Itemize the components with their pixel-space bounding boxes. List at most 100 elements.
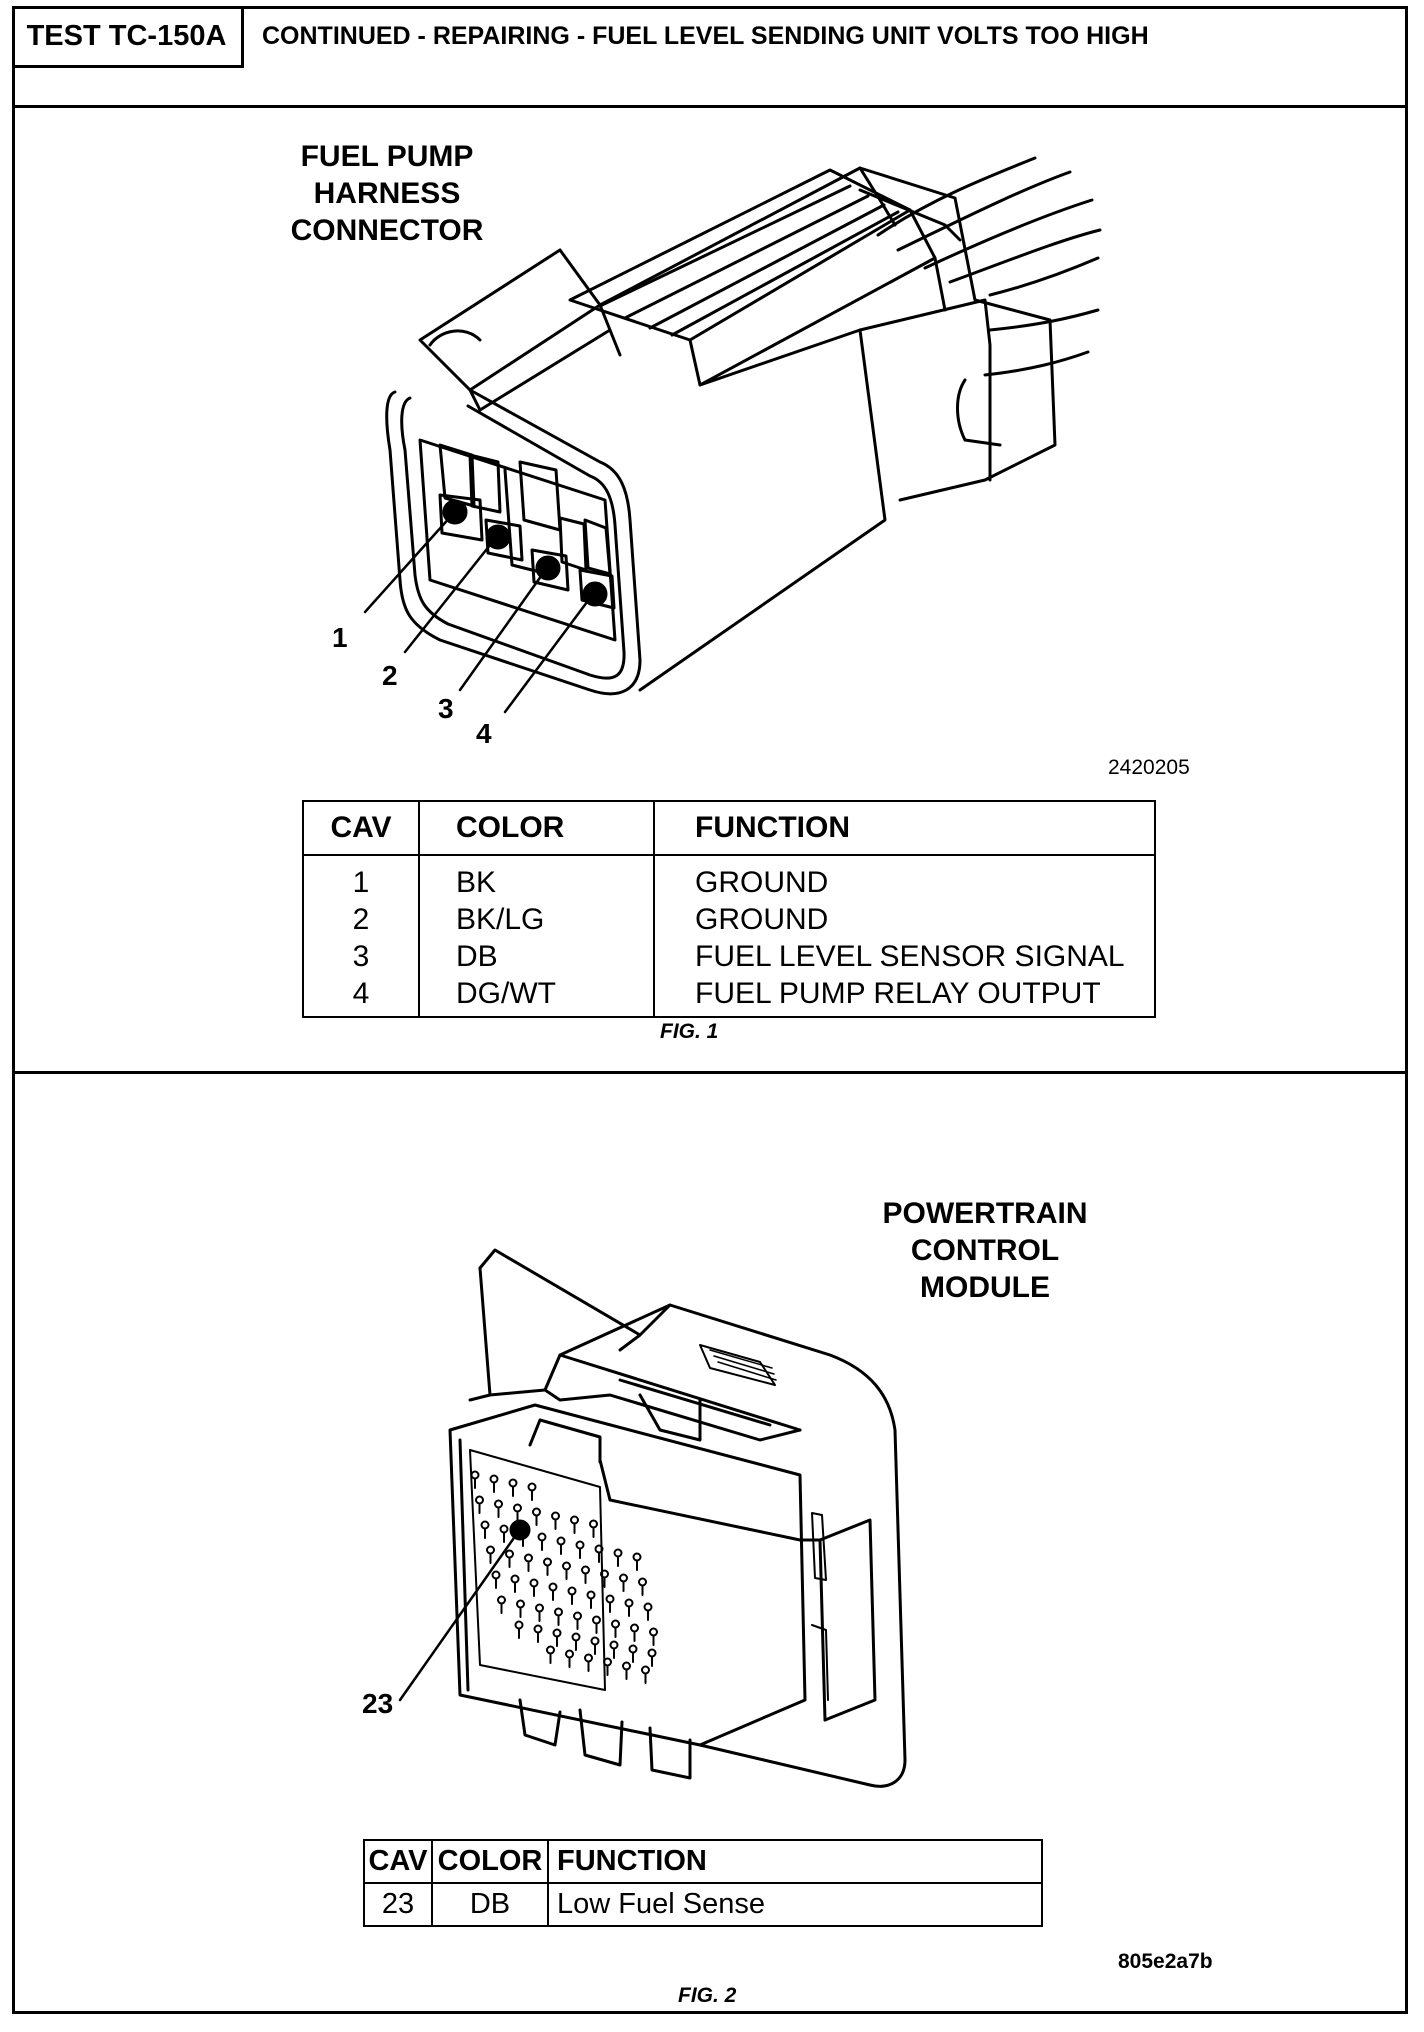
cell-function: FUEL LEVEL SENSOR SIGNAL <box>653 938 1155 975</box>
pin-callout-3: 3 <box>438 693 454 724</box>
figure-divider <box>12 1071 1408 1074</box>
fig2-cavity-table: CAV COLOR FUNCTION 23 DB Low Fuel Sense <box>363 1839 1043 1927</box>
terminal-pin <box>641 1665 650 1675</box>
terminal-pin <box>611 1619 620 1629</box>
table-row: 3 DB FUEL LEVEL SENSOR SIGNAL <box>303 938 1155 975</box>
table-row: 4 DG/WT FUEL PUMP RELAY OUTPUT <box>303 975 1155 1017</box>
terminal-pin <box>613 1548 623 1558</box>
terminal-pin <box>565 1649 574 1659</box>
cell-function: FUEL PUMP RELAY OUTPUT <box>653 975 1155 1017</box>
cell-function: GROUND <box>653 901 1155 938</box>
header-color: COLOR <box>431 1839 549 1884</box>
cell-function: Low Fuel Sense <box>547 1882 1043 1927</box>
cell-cav: 4 <box>352 976 370 1010</box>
terminal-pin <box>632 1552 642 1562</box>
module-label-line: POWERTRAIN <box>882 1197 1088 1230</box>
terminal-pin <box>552 1628 562 1638</box>
cell-color: BK <box>418 855 654 901</box>
terminal-pin <box>628 1644 638 1654</box>
terminal-pin <box>510 1574 520 1584</box>
terminal-pin <box>494 1499 503 1509</box>
terminal-pin <box>586 1590 596 1600</box>
cell-cav: 2 <box>352 902 370 936</box>
table-row: 23 DB Low Fuel Sense <box>363 1882 1043 1927</box>
fig1-cavity-table: CAV COLOR FUNCTION 1 BK GROUND 2 BK/LG G… <box>302 800 1156 1018</box>
module-label: POWERTRAIN CONTROL MODULE <box>850 1195 1120 1306</box>
terminal-pin <box>622 1661 631 1671</box>
pin-callout-1: 1 <box>332 622 348 653</box>
terminal-pin <box>581 1565 590 1575</box>
terminal-pin <box>570 1515 579 1525</box>
terminal-pin <box>590 1636 600 1646</box>
terminal-pin <box>630 1623 639 1633</box>
terminal-pin <box>480 1520 490 1530</box>
terminal-pin <box>551 1511 560 1521</box>
terminal-pin <box>475 1495 484 1505</box>
terminal-pin <box>532 1507 541 1517</box>
terminal-pin <box>605 1594 615 1604</box>
terminal-pin <box>573 1611 582 1621</box>
terminal-pin <box>609 1640 619 1650</box>
cell-cav: 3 <box>352 939 370 973</box>
terminal-pin <box>533 1624 543 1634</box>
terminal-pin <box>592 1615 601 1625</box>
terminal-pin <box>619 1573 628 1583</box>
terminal-pin <box>489 1474 499 1484</box>
pin-callout-2: 2 <box>382 660 398 691</box>
header-cav: CAV <box>303 801 419 856</box>
terminal-pin <box>589 1519 598 1529</box>
pin-callout-23: 23 <box>362 1688 394 1719</box>
connector-label-line: HARNESS <box>313 177 461 210</box>
terminal-pin <box>649 1627 658 1637</box>
cell-cav: 23 <box>363 1882 433 1927</box>
terminal-pin <box>524 1553 533 1563</box>
cell-color: BK/LG <box>418 901 654 938</box>
header-function: FUNCTION <box>653 801 1155 856</box>
terminal-pin <box>584 1653 593 1663</box>
module-label-line: CONTROL <box>910 1234 1060 1267</box>
terminal-pin <box>567 1586 577 1596</box>
page-title: CONTINUED - REPAIRING - FUEL LEVEL SENDI… <box>262 22 1149 50</box>
fig1-caption: FIG. 1 <box>660 1020 719 1043</box>
terminal-pin <box>535 1603 544 1613</box>
terminal-pin <box>529 1578 539 1588</box>
terminal-pin <box>624 1598 634 1608</box>
table-header-row: CAV COLOR FUNCTION <box>303 801 1155 856</box>
terminal-pin <box>505 1549 514 1559</box>
cell-function: GROUND <box>653 855 1155 901</box>
pcm-connector-drawing <box>398 1248 907 1788</box>
header-cav: CAV <box>363 1839 433 1884</box>
pin-grid <box>470 1470 658 1684</box>
connector-label-line: CONNECTOR <box>290 214 484 247</box>
table-header-row: CAV COLOR FUNCTION <box>363 1839 1043 1884</box>
terminal-pin <box>548 1582 558 1592</box>
terminal-pin <box>508 1478 518 1488</box>
cell-color: DG/WT <box>418 975 654 1017</box>
fig2-caption: FIG. 2 <box>678 1984 737 2007</box>
terminal-pin <box>554 1607 563 1617</box>
terminal-pin <box>556 1536 566 1546</box>
image-code-fig2: 805e2a7b <box>1118 1950 1213 1973</box>
terminal-pin <box>543 1557 552 1567</box>
page-frame <box>12 6 1408 2014</box>
module-label-line: MODULE <box>920 1271 1050 1304</box>
terminal-pin <box>527 1482 537 1492</box>
terminal-pin <box>546 1645 555 1655</box>
terminal-pin <box>514 1620 524 1630</box>
terminal-pin <box>571 1632 581 1642</box>
cell-cav: 1 <box>352 865 370 899</box>
terminal-pin <box>516 1599 525 1609</box>
terminal-pin <box>470 1470 480 1480</box>
terminal-pin <box>513 1503 522 1513</box>
terminal-pin <box>643 1602 653 1612</box>
terminal-pin <box>499 1524 509 1534</box>
header-function: FUNCTION <box>547 1839 1043 1884</box>
terminal-pin <box>537 1532 547 1542</box>
table-row: 1 BK GROUND <box>303 855 1155 901</box>
connector-label-line: FUEL PUMP <box>300 140 474 173</box>
test-id: TEST TC-150A <box>12 6 244 68</box>
pin-callout-4: 4 <box>476 718 492 749</box>
connector-label: FUEL PUMP HARNESS CONNECTOR <box>262 138 512 249</box>
cell-color: DB <box>431 1882 549 1927</box>
header-color: COLOR <box>418 801 654 856</box>
